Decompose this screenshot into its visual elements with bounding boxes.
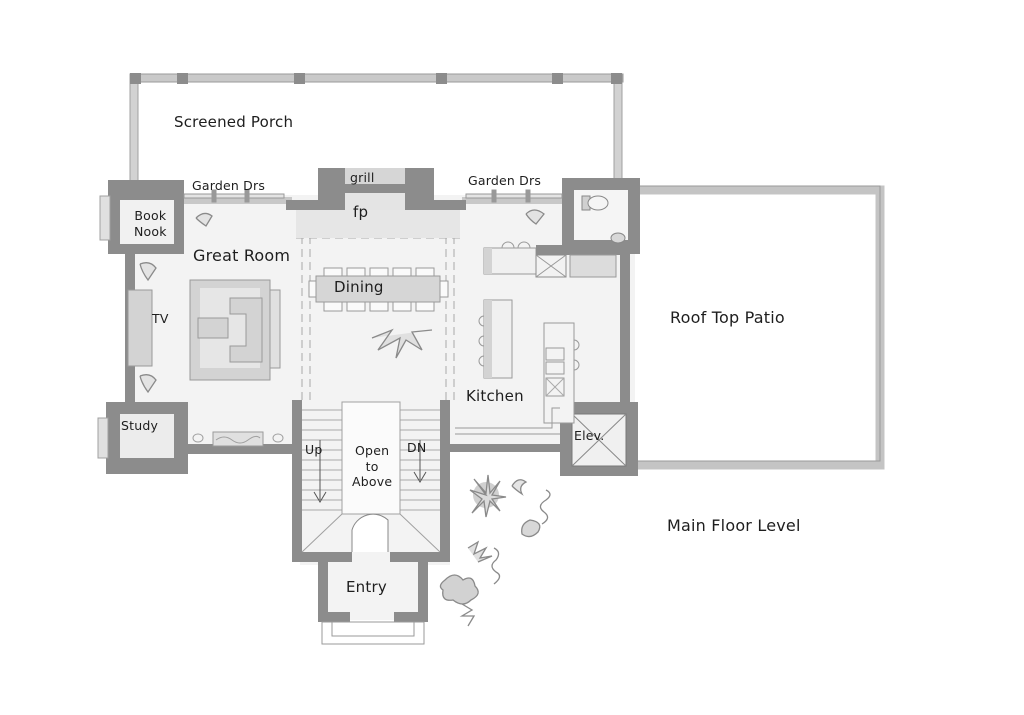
label-book-nook: Book Nook [134, 208, 167, 239]
label-grill: grill [350, 170, 375, 185]
bath-tower [562, 178, 640, 254]
label-entry: Entry [346, 578, 387, 596]
label-great-room: Great Room [193, 246, 291, 265]
label-stair-down: DN [407, 440, 427, 455]
label-fireplace: fp [353, 203, 369, 221]
tv-cabinet [127, 289, 153, 367]
label-open-to-above: Open to Above [352, 443, 393, 490]
label-roof-top-patio: Roof Top Patio [670, 308, 785, 327]
garden-doors [183, 189, 563, 203]
landscaping [139, 209, 551, 627]
label-kitchen: Kitchen [466, 387, 524, 405]
hearth-bench [192, 431, 284, 447]
label-elevator: Elev. [574, 428, 605, 443]
drawing-title: Main Floor Level [667, 516, 801, 535]
screened-porch-outline [129, 73, 624, 183]
entry-steps [321, 621, 425, 645]
label-dining: Dining [334, 278, 384, 296]
label-garden-doors-right: Garden Drs [468, 173, 542, 188]
kitchen-counters [455, 241, 626, 435]
book-nook-tower [99, 180, 184, 254]
roof-top-patio-outline [636, 185, 885, 470]
label-screened-porch: Screened Porch [174, 113, 294, 131]
study-tower [97, 402, 188, 474]
label-stair-up: Up [305, 442, 323, 457]
hearth [296, 210, 460, 238]
stairs [301, 401, 441, 553]
label-tv: TV [152, 311, 169, 326]
dining-table [308, 267, 449, 312]
label-garden-doors-left: Garden Drs [192, 178, 266, 193]
great-room-sofa [189, 279, 281, 381]
label-study: Study [121, 418, 159, 433]
